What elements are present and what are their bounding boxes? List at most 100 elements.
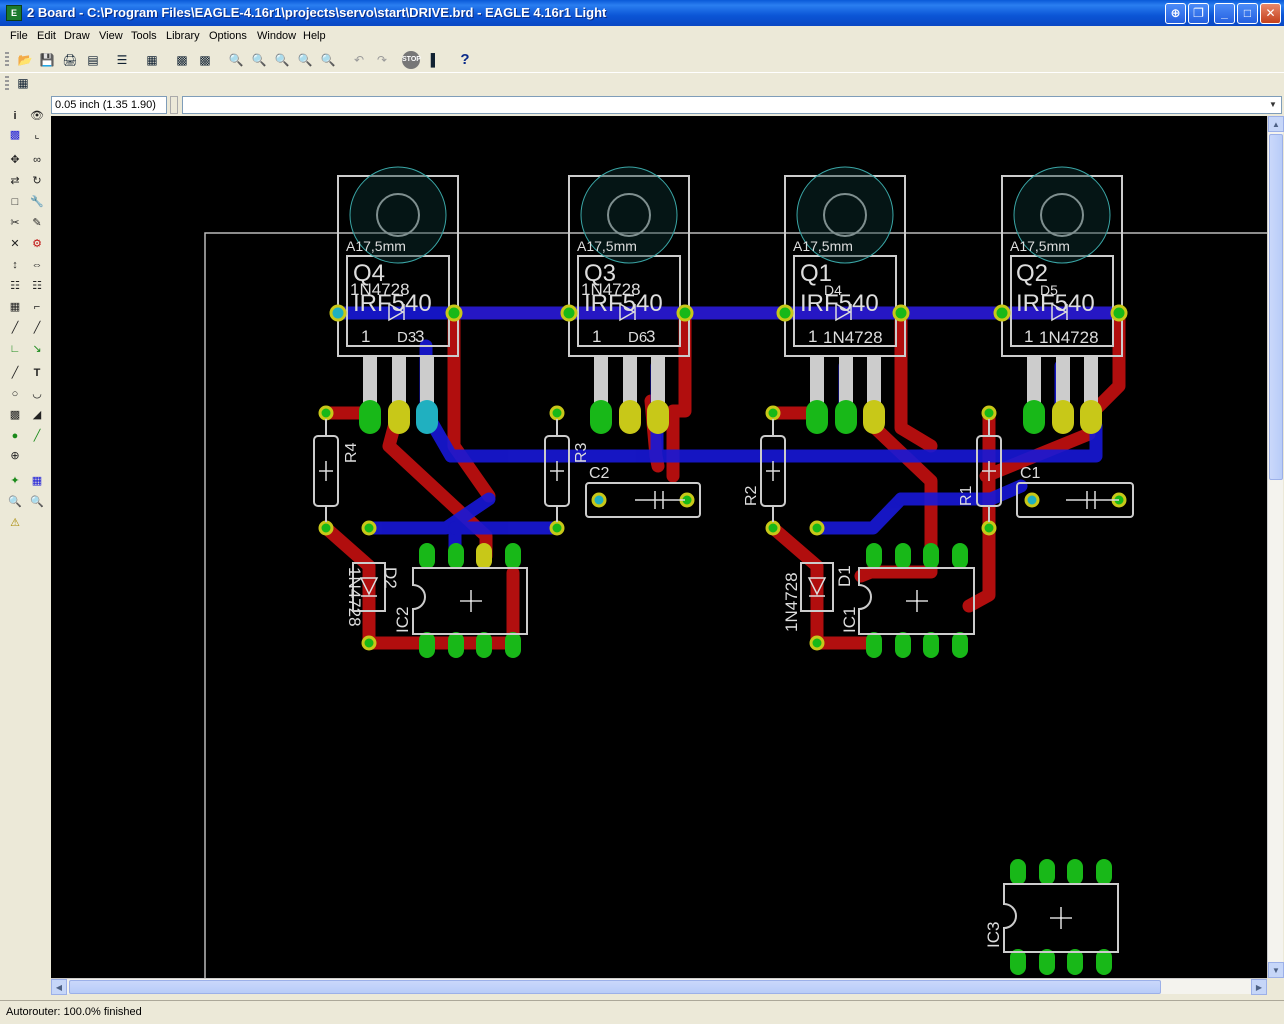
pin-button[interactable]: ⊕ [1165,3,1186,24]
toolbar-grip[interactable] [5,52,9,68]
cut-icon[interactable]: ✂ [10,217,20,229]
board-drawing[interactable]: A17,5mm A17,5mm A17,5mm A17,5mm Q4 Q3 Q1… [51,116,1267,978]
rect-icon[interactable]: ▩ [9,409,21,421]
miter-icon[interactable]: ☷ [32,280,42,292]
ripup-icon[interactable]: ╱ [33,322,41,334]
move-icon[interactable]: ✥ [10,154,20,166]
info-icon[interactable]: i [13,110,17,122]
maximize-icon: □ [1243,6,1252,20]
zoom-select-icon[interactable]: 🔍 [320,53,336,67]
rotate-icon[interactable]: ↻ [32,175,42,187]
polygon-icon[interactable]: ◢ [32,409,42,421]
print-icon[interactable]: 🖨 [62,53,78,67]
smash-icon[interactable]: ☷ [10,280,20,292]
resistor-bodies [313,419,1134,953]
erc-icon[interactable]: 🔍 [8,496,22,508]
display-icon[interactable]: ▩ [9,129,21,141]
vertical-scrollbar[interactable]: ▲ ▼ [1267,116,1284,978]
eagle-app-icon[interactable]: E [6,5,22,21]
zoom-out-icon[interactable]: 🔍 [274,53,290,67]
cam-icon[interactable]: ▤ [87,53,99,67]
route-icon[interactable]: ╱ [11,322,19,334]
maximize-button[interactable]: □ [1237,3,1258,24]
via-icon[interactable]: ● [11,430,19,442]
scroll-down-icon[interactable]: ▼ [1268,962,1284,978]
d3-name-label: D3 [397,329,416,346]
menu-file[interactable]: File [10,30,28,42]
auto-icon[interactable]: ▦ [31,475,43,487]
use-library-icon[interactable]: ☰ [116,53,128,67]
arc-icon[interactable]: ◡ [32,388,42,400]
d6-value-label: 1N4728 [581,280,641,299]
scroll-right-icon[interactable]: ▶ [1251,979,1267,995]
zoom-fit-icon[interactable]: 🔍 [228,53,244,67]
show-icon[interactable]: 👁 [30,110,44,122]
run-ulp-icon[interactable]: ▩ [176,53,188,67]
optimize-icon[interactable]: ⌐ [33,301,41,313]
redraw-icon[interactable]: 🔍 [297,53,313,67]
close-button[interactable]: ✕ [1260,3,1281,24]
mark-icon[interactable]: ⌞ [34,129,40,141]
text-icon[interactable]: T [33,367,41,379]
menu-help[interactable]: Help [303,30,326,42]
menu-tools[interactable]: Tools [131,30,157,42]
drc-icon[interactable]: 🔍 [30,496,44,508]
menu-draw[interactable]: Draw [64,30,90,42]
q4-pin3-label: 3 [415,327,424,346]
scroll-up-icon[interactable]: ▲ [1268,116,1284,132]
toolbar-grip-2[interactable] [5,76,9,92]
restore-button[interactable]: ❐ [1188,3,1209,24]
minimize-button[interactable]: _ [1214,3,1235,24]
mirror-icon[interactable]: ⇄ [10,175,20,187]
grid-icon[interactable]: ▦ [17,76,29,90]
vertical-scroll-thumb[interactable] [1269,134,1283,480]
scroll-left-icon[interactable]: ◀ [51,979,67,995]
line-icon[interactable]: ╱ [11,367,19,379]
copy-icon[interactable]: ∞ [33,154,41,166]
stop-icon[interactable]: STOP [402,51,421,69]
circle-icon[interactable]: ○ [11,388,19,400]
zoom-in-icon[interactable]: 🔍 [251,53,267,67]
board-outline [204,232,1267,978]
menu-options[interactable]: Options [209,30,247,42]
paste-icon[interactable]: ✎ [32,217,42,229]
add-icon[interactable]: ⚙ [32,238,42,250]
help-icon[interactable]: ? [460,51,470,68]
pads [359,400,1112,975]
menu-library[interactable]: Library [166,30,200,42]
open-icon[interactable]: 📂 [17,53,33,67]
errors-icon[interactable]: ⚠ [10,517,20,529]
d2-name-label: D2 [381,567,400,589]
board-icon[interactable]: ▩ [199,53,211,67]
undo-icon[interactable]: ↶ [353,53,365,67]
c2-label: C2 [589,465,610,482]
d4-name-label: D4 [824,282,842,298]
split-icon[interactable]: ▦ [9,301,21,313]
hole-icon[interactable]: ╱ [33,430,41,442]
delete-icon[interactable]: ✕ [10,238,20,250]
horizontal-scroll-thumb[interactable] [69,980,1161,994]
command-line-input[interactable]: ▼ [182,96,1282,114]
d1-name-label: D1 [835,565,854,587]
group-icon[interactable]: □ [11,196,19,208]
wire-icon[interactable]: ∟ [9,343,21,355]
value-icon[interactable]: ⇔ [31,259,43,271]
mounting-clearances [349,166,1111,264]
ratsnest-icon[interactable]: ✦ [10,475,20,487]
go-icon[interactable]: ▌ [430,53,440,67]
save-icon[interactable]: 💾 [39,53,55,67]
redo-icon[interactable]: ↷ [376,53,388,67]
chevron-down-icon[interactable]: ▼ [1269,100,1277,109]
signal-icon[interactable]: ↘ [32,343,42,355]
attribute-icon[interactable]: ⊕ [10,450,20,462]
menu-window[interactable]: Window [257,30,297,42]
horizontal-scrollbar[interactable]: ◀ ▶ [51,978,1267,995]
q2-value-label: IRF540 [1016,290,1095,317]
menu-view[interactable]: View [99,30,123,42]
q2-outline [1001,175,1123,357]
menu-edit[interactable]: Edit [37,30,56,42]
name-icon[interactable]: ↕ [12,259,18,271]
change-icon[interactable]: 🔧 [30,196,44,208]
board-canvas[interactable]: A17,5mm A17,5mm A17,5mm A17,5mm Q4 Q3 Q1… [51,116,1267,978]
script-icon[interactable]: ▦ [146,53,158,67]
